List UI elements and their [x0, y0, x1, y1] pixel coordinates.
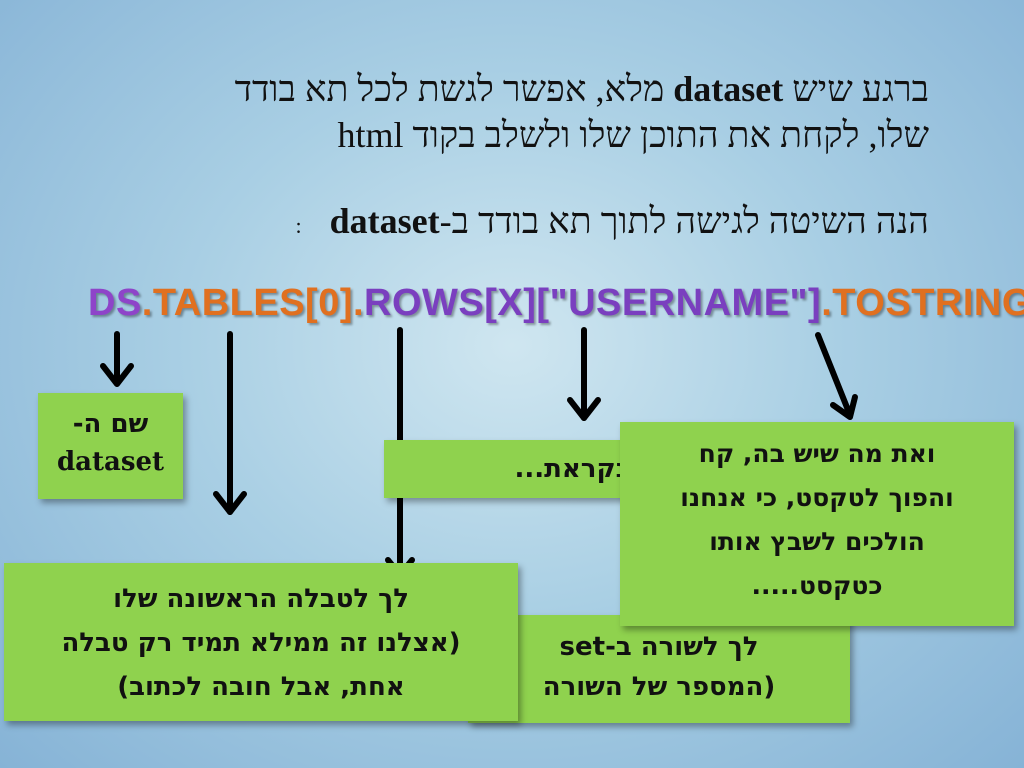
colon: :: [295, 213, 302, 238]
code-part-tables: .TABLES[0].: [141, 282, 365, 324]
callout-first-table: לך לטבלה הראשונה שלו (אצלנו זה ממילא תמי…: [4, 563, 518, 721]
code-part-rows: ROWS[X]["USERNAME"]: [364, 282, 822, 324]
code-part-ds: DS: [88, 282, 142, 324]
callout-tostring: ואת מה שיש בה, קח והפוך לטקסט, כי אנחנו …: [620, 422, 1014, 626]
arrow-to-column: [567, 327, 601, 421]
intro-line-2: שלו, לקחת את התוכן שלו ולשלב בקוד html: [337, 115, 929, 155]
code-expression: DS.TABLES[0].ROWS[X]["USERNAME"].TOSTRIN…: [88, 282, 1024, 325]
arrow-to-tostring: [815, 332, 858, 420]
intro-line-1: ברגע שיש dataset מלא, אפשר לגשת לכל תא ב…: [234, 69, 929, 109]
arrow-to-first-table: [213, 331, 247, 515]
method-paragraph: הנה השיטה לגישה לתוך תא בודד ב-dataset:: [295, 201, 929, 241]
arrow-to-dataset-name: [100, 331, 134, 387]
callout-row: לך לשורה ב-set (המספר של השורה: [468, 615, 850, 723]
intro-paragraph: ברגע שיש dataset מלא, אפשר לגשת לכל תא ב…: [69, 66, 929, 158]
callout-dataset-name: שם ה- dataset: [38, 393, 183, 499]
code-part-tostring: .TOSTRING();: [821, 282, 1024, 324]
